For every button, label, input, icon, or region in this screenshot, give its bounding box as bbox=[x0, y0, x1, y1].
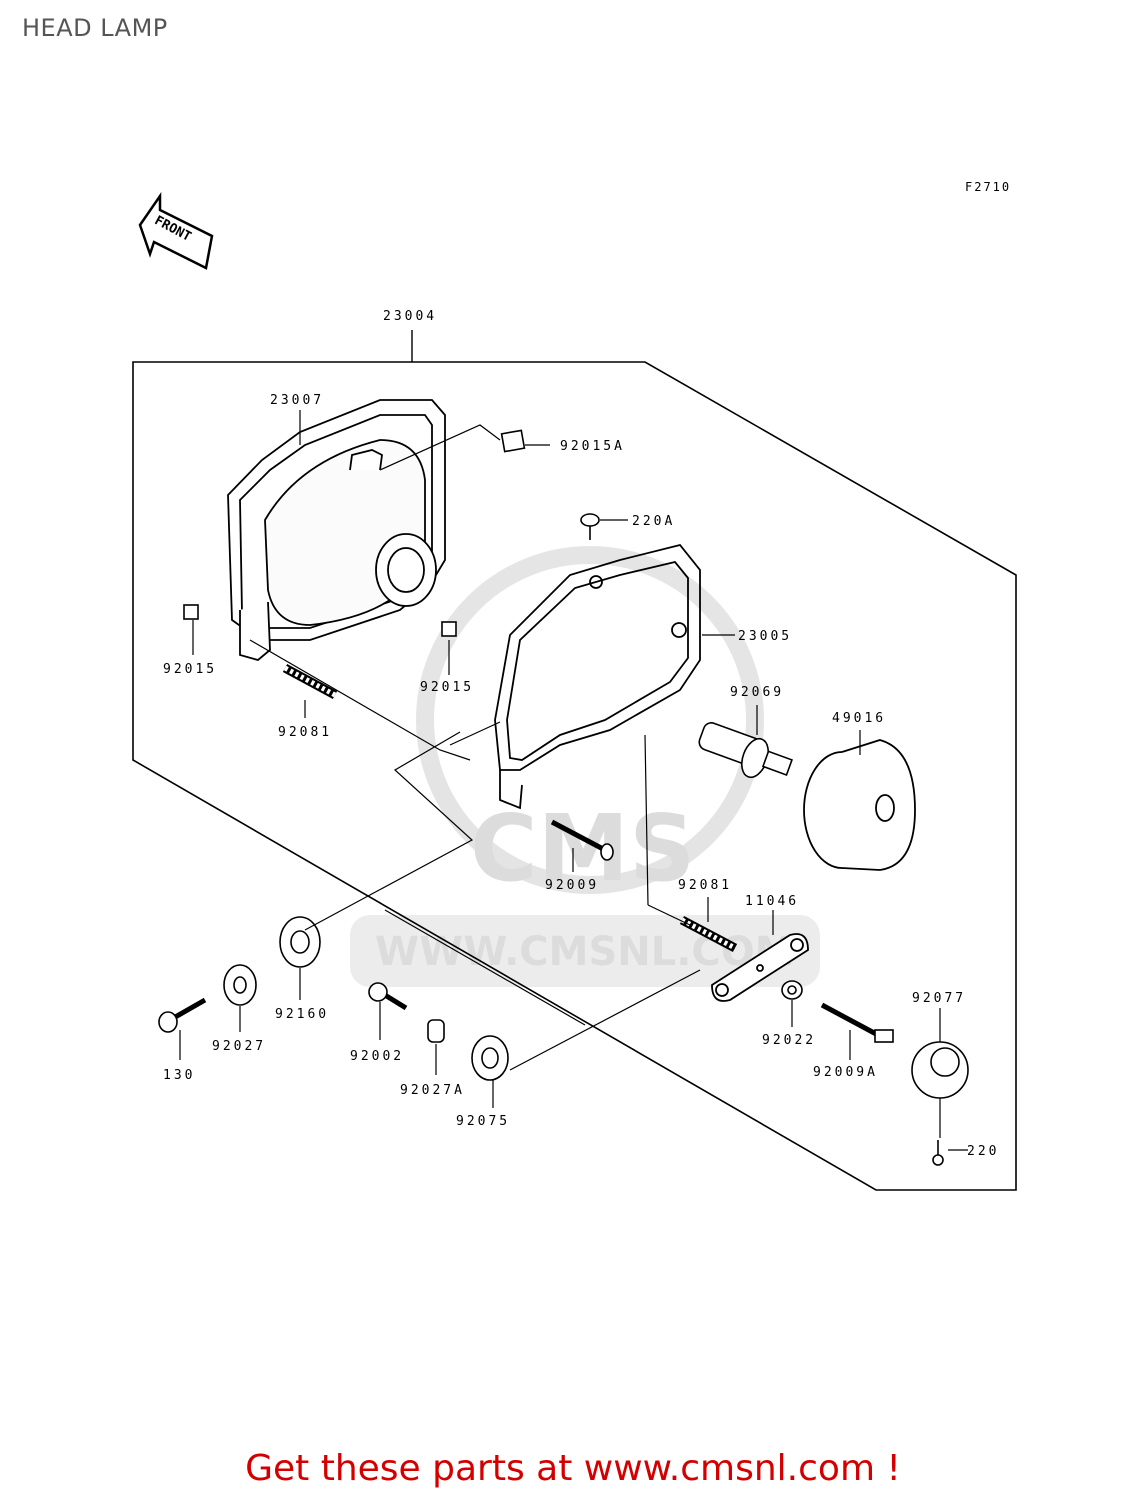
headlamp-unit bbox=[227, 399, 446, 661]
label-220: 220 bbox=[967, 1144, 999, 1159]
grommet-92160-icon bbox=[279, 916, 321, 968]
label-92015-left: 92015 bbox=[163, 662, 217, 677]
label-23004: 23004 bbox=[383, 309, 437, 324]
bolt-92002-icon bbox=[368, 982, 408, 1011]
rubber-cover bbox=[803, 739, 916, 871]
spring-92081-top-icon bbox=[282, 664, 338, 699]
bulb bbox=[698, 722, 793, 779]
label-92015a: 92015A bbox=[560, 439, 625, 454]
label-49016: 49016 bbox=[832, 711, 886, 726]
label-92015-mid: 92015 bbox=[420, 680, 474, 695]
label-11046: 11046 bbox=[745, 894, 799, 909]
figure-code: F2710 bbox=[965, 180, 1012, 194]
screw-92009a-icon bbox=[820, 1002, 894, 1043]
label-92069: 92069 bbox=[730, 685, 784, 700]
parts-diagram: CMS WWW.CMSNL.COM FRONT bbox=[132, 191, 1017, 1191]
label-92081-top: 92081 bbox=[278, 725, 332, 740]
front-arrow-icon: FRONT bbox=[138, 191, 214, 270]
label-92009: 92009 bbox=[545, 878, 599, 893]
label-92027: 92027 bbox=[212, 1039, 266, 1054]
label-92002: 92002 bbox=[350, 1049, 404, 1064]
footer-link[interactable]: Get these parts at www.cmsnl.com ! bbox=[245, 1448, 901, 1489]
washer-92022-icon bbox=[781, 980, 803, 1000]
watermark-logo: CMS bbox=[470, 795, 695, 902]
label-92009a: 92009A bbox=[813, 1065, 878, 1080]
screw-220-icon bbox=[932, 1140, 944, 1166]
label-23007: 23007 bbox=[270, 393, 324, 408]
label-92160: 92160 bbox=[275, 1007, 329, 1022]
label-92075: 92075 bbox=[456, 1114, 510, 1129]
label-23005: 23005 bbox=[738, 629, 792, 644]
watermark-ring bbox=[416, 546, 764, 894]
label-220a: 220A bbox=[632, 514, 675, 529]
small-parts bbox=[158, 429, 969, 1166]
nut-92015a-icon bbox=[500, 429, 526, 453]
label-130: 130 bbox=[163, 1068, 195, 1083]
collar-92027-icon bbox=[223, 964, 257, 1006]
bolt-130-icon bbox=[158, 997, 207, 1033]
screw-92009-icon bbox=[550, 819, 614, 861]
label-92022: 92022 bbox=[762, 1033, 816, 1048]
assembly-frame bbox=[132, 361, 1017, 1191]
grommet-92075-icon bbox=[471, 1035, 509, 1081]
leader-lines bbox=[179, 424, 968, 1151]
watermark-url: WWW.CMSNL.COM bbox=[375, 929, 795, 975]
spring-92081-bot-icon bbox=[679, 916, 738, 952]
headlamp-rim bbox=[494, 543, 701, 810]
label-92077: 92077 bbox=[912, 991, 966, 1006]
label-92081-bot: 92081 bbox=[678, 878, 732, 893]
nut-92015-mid-icon bbox=[441, 621, 457, 637]
nut-92015-left-icon bbox=[183, 604, 199, 620]
page-title: HEAD LAMP bbox=[22, 14, 168, 42]
label-92027a: 92027A bbox=[400, 1083, 465, 1098]
adjusting-plate bbox=[711, 933, 809, 1002]
knob-92077-icon bbox=[911, 1041, 969, 1099]
part-labels: 23004 23007 92015A 220A 23005 92015 9201… bbox=[163, 309, 999, 1159]
screw-220a-icon bbox=[580, 513, 600, 540]
collar-92027a-icon bbox=[427, 1019, 445, 1043]
